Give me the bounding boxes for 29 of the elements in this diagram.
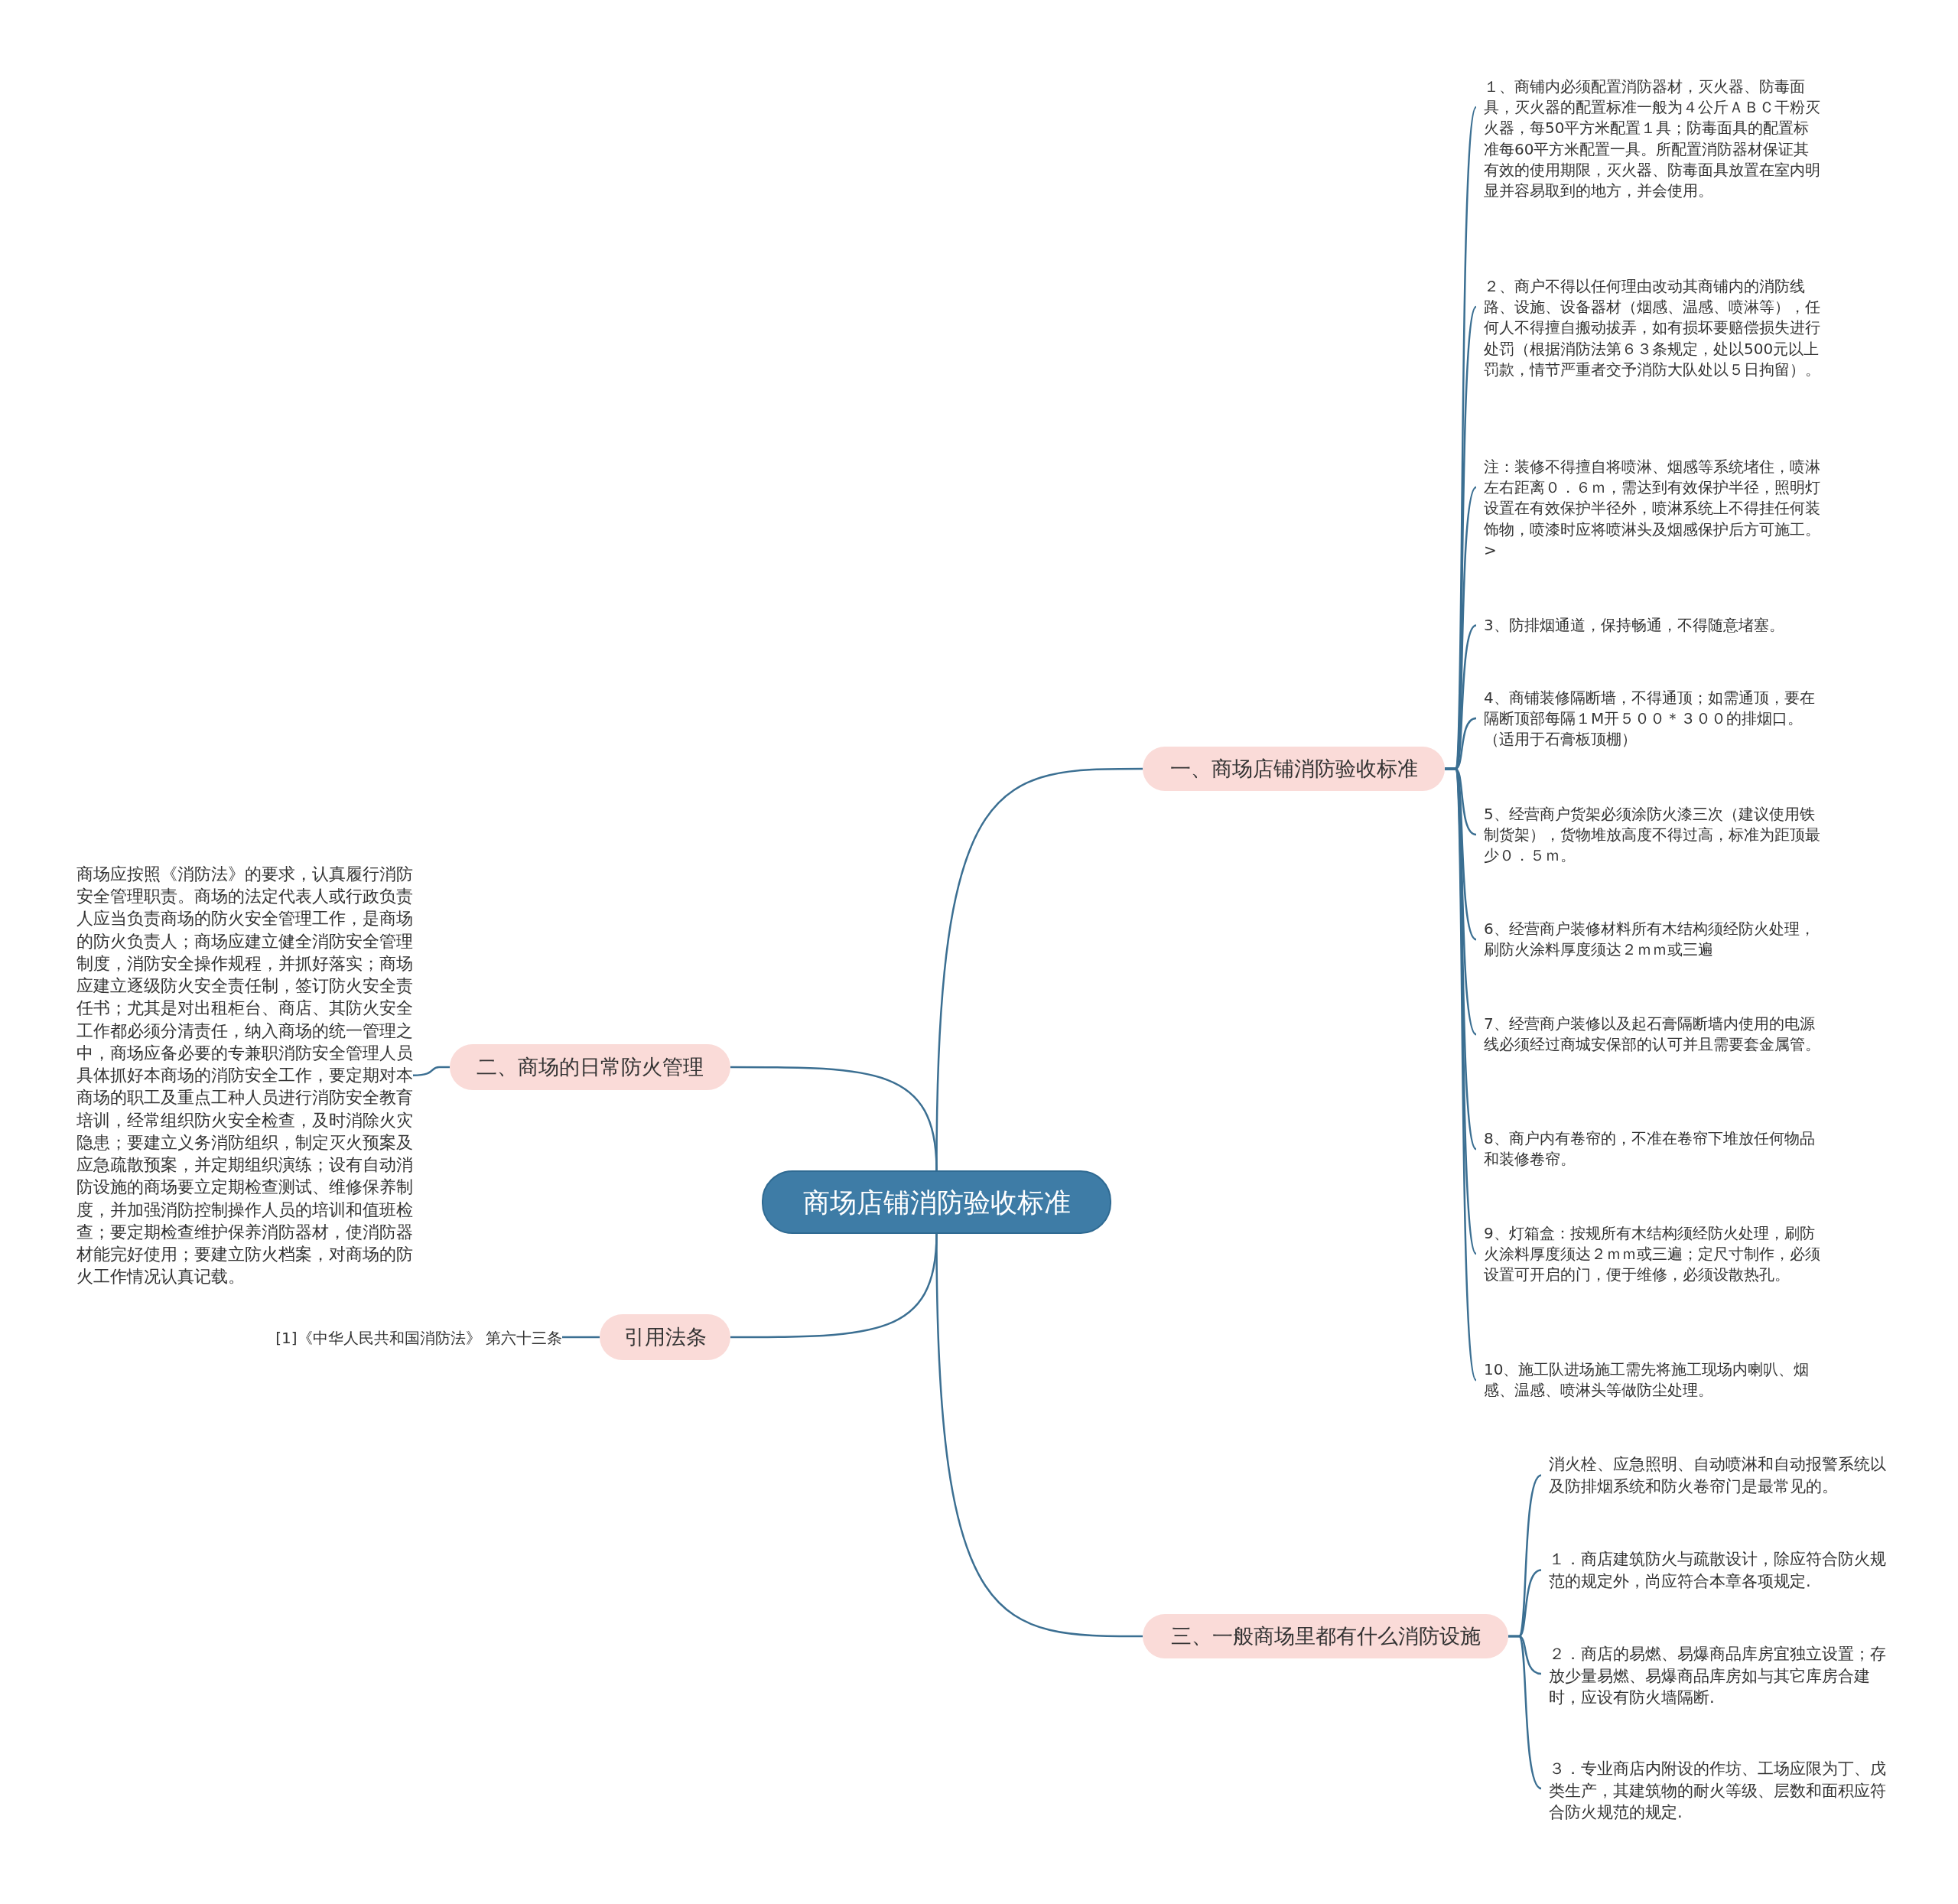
note-text: １．商店建筑防火与疏散设计，除应符合防火规范的规定外，尚应符合本章各项规定. — [1549, 1549, 1887, 1592]
topic-label: 一、商场店铺消防验收标准 — [1169, 756, 1418, 782]
topic-label: 三、一般商场里都有什么消防设施 — [1170, 1623, 1481, 1649]
note-text: 7、经营商户装修以及起石膏隔断墙内使用的电源线必须经过商城安保部的认可并且需要套金属管。 — [1484, 1014, 1820, 1056]
note-text: ２．商店的易燃、易爆商品库房宜独立设置；存放少量易燃、易爆商品库房如与其它库房合建时，应设有防火墙隔断. — [1549, 1644, 1887, 1709]
topic-box — [600, 1314, 730, 1360]
note-text: 注：装修不得擅自将喷淋、烟感等系统堵住，喷淋左右距离０．６ｍ，需达到有效保护半径，照明灯设置在有效保护半径外，喷淋系统上不得挂任何装饰物，喷漆时应将喷淋头及烟感保护后方可施工。> — [1484, 457, 1820, 561]
note-text: 9、灯箱盒：按规所有木结构须经防火处理，刷防火涂料厚度须达２ｍｍ或三遍；定尺寸制作，必须设置可开启的门，便于维修，必须设散热孔。 — [1484, 1223, 1820, 1286]
connector-line — [935, 1234, 1143, 1638]
note-text: 6、经营商户装修材料所有木结构须经防火处理，刷防火涂料厚度须达２ｍｍ或三遍 — [1484, 919, 1816, 961]
connector-line — [730, 1066, 938, 1171]
note-text: [1]《中华人民共和国消防法》 第六十三条 — [275, 1328, 562, 1349]
note-text: 4、商铺装修隔断墙，不得通顶；如需通顶，要在隔断顶部每隔１M开５００＊３００的排烟口。（适用于石膏板顶棚） — [1484, 688, 1816, 750]
note-text: 消火栓、应急照明、自动喷淋和自动报警系统以及防排烟系统和防火卷帘门是最常见的。 — [1549, 1454, 1887, 1497]
connector-line — [1508, 1635, 1542, 1790]
topic-box — [450, 1044, 730, 1090]
note-text: ３．专业商店内附设的作坊、工场应限为丁、戊类生产，其建筑物的耐火等级、层数和面积应符合防火规范的规定. — [1549, 1759, 1887, 1824]
note-text: 10、施工队进场施工需先将施工现场内喇叭、烟感、温感、喷淋头等做防尘处理。 — [1484, 1359, 1810, 1401]
note-text: 商场应按照《消防法》的要求，认真履行消防安全管理职责。商场的法定代表人或行政负责人应当负责商场的防火安全管理工作，是商场的防火负责人；商场应建立健全消防安全管理制度，消防安全操作规程，并抓好落实；商场应建立逐级防火安全责任制，签订防火安全责任书；尤其是对出租柜台、商店、其防火安全工作都必须分清责任，纳入商场的统一管理之中，商场应备必要的专兼职消防安全管理人员具体抓好本商场的消防安全工作，要定期对本商场的职工及重点工种人员进行消防安全教育培训，经常组织防火安全检查，及时消除火灾隐患；要建立义务消防组织，制定灭火预案及应急疏散预案，并定期组织演练；设有自动消防设施的商场要立定期检查测试、维修保养制度，并加强消防控制操作人员的培训和值班检查；要定期检查维护保养消防器材，使消防器材能完好使用；要建立防火档案，对商场的防火工作情况认真记载。 — [76, 864, 413, 1288]
note-text: ２、商户不得以任何理由改动其商铺内的消防线路、设施、设备器材（烟感、温感、喷淋等），任何人不得擅自搬动拔弄，如有损坏要赔偿损失进行处罚（根据消防法第６３条规定，处以500元以上罚款，情节严重者交予消防大队处以５日拘留）。 — [1484, 276, 1820, 380]
note-text: 5、经营商户货架必须涂防火漆三次（建议使用铁制货架），货物堆放高度不得过高，标准为距顶最少０．５ｍ。 — [1484, 804, 1820, 867]
topic-label: 引用法条 — [623, 1324, 707, 1350]
note-text: １、商铺内必须配置消防器材，灭火器、防毒面具，灭火器的配置标准一般为４公斤ＡＢＣ干粉灭火器，每50平方米配置１具；防毒面具的配置标准每60平方米配置一具。所配置消防器材保证其有效的使用期限，灭火器、防毒面具放置在室内明显并容易取到的地方，并会使用。 — [1484, 76, 1820, 201]
note-text: 8、商户内有卷帘的，不准在卷帘下堆放任何物品和装修卷帘。 — [1484, 1128, 1816, 1170]
connector-line — [562, 1336, 600, 1339]
topic-label: 二、商场的日常防火管理 — [476, 1054, 704, 1080]
connector-line — [412, 1066, 450, 1076]
note-text: 3、防排烟通道，保持畅通，不得随意堵塞。 — [1484, 615, 1784, 636]
topic-label: 商场店铺消防验收标准 — [802, 1186, 1071, 1219]
